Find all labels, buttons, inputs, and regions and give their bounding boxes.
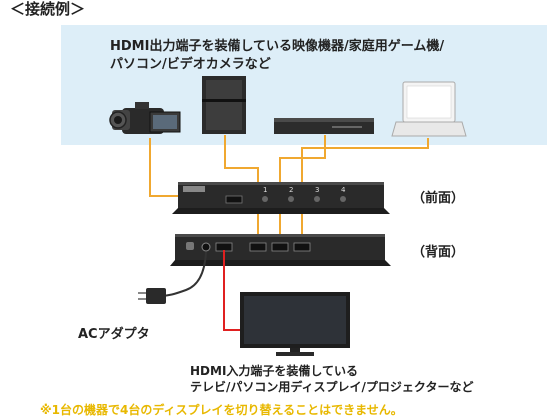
game-console-icon — [202, 76, 246, 134]
ac-adapter-label: ACアダプタ — [78, 327, 150, 342]
select-button-3 — [314, 196, 320, 202]
source-devices-caption-line2: パソコン/ビデオカメラなど — [110, 57, 271, 72]
power-jack — [201, 242, 211, 252]
page-title: ＜接続例＞ — [10, 0, 86, 18]
camcorder-icon — [109, 102, 181, 134]
laptop-icon — [391, 81, 467, 137]
switcher-rear — [170, 234, 391, 266]
port-number-1: 1 — [263, 186, 267, 194]
rear-view-label: （背面） — [412, 245, 465, 260]
port-number-2: 2 — [289, 186, 293, 194]
hdmi-in-port-3 — [293, 242, 311, 252]
hdmi-in-port-1 — [249, 242, 267, 252]
port-number-3: 3 — [315, 186, 319, 194]
front-view-label: （前面） — [412, 191, 465, 206]
usb-port — [186, 242, 194, 250]
select-button-4 — [340, 196, 346, 202]
footnote: ※1台の機器で4台のディスプレイを切り替えることはできません。 — [40, 403, 403, 417]
front-hdmi-port — [225, 195, 243, 204]
media-player-icon — [274, 118, 374, 134]
display-caption-line2: テレビ/パソコン用ディスプレイ/プロジェクターなど — [190, 380, 474, 394]
output-cable — [223, 250, 240, 331]
source-devices-caption-line1: HDMI出力端子を装備している映像機器/家庭用ゲーム機/ — [110, 39, 445, 54]
switcher-front: 1 2 3 4 — [172, 182, 390, 214]
select-button-1 — [262, 196, 268, 202]
ac-adapter-icon — [138, 251, 207, 304]
hdmi-in-port-2 — [271, 242, 289, 252]
select-button-2 — [288, 196, 294, 202]
tv-icon — [240, 292, 350, 356]
display-caption-line1: HDMI入力端子を装備している — [190, 364, 359, 378]
hdmi-out-port — [215, 242, 233, 252]
port-number-4: 4 — [341, 186, 346, 194]
